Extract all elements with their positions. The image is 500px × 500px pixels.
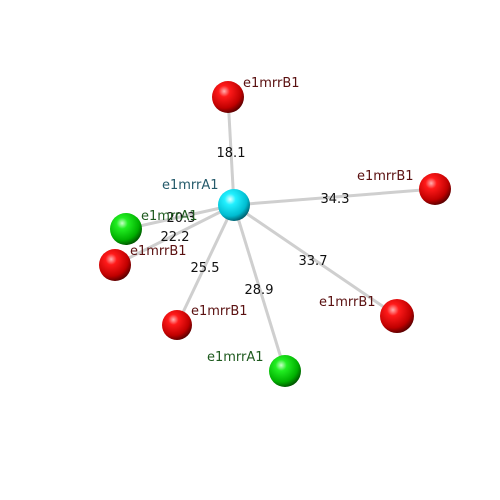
red-atom-sphere[interactable] — [99, 249, 131, 281]
bond-line — [233, 187, 436, 207]
green-atom-sphere[interactable] — [269, 355, 301, 387]
atom-label: e1mrrA1 — [141, 209, 198, 224]
red-atom-sphere[interactable] — [380, 299, 414, 333]
distance-labels: 18.1 34.3 20.3 22.2 25.5 28.9 33.7 — [161, 146, 350, 298]
red-atom-sphere[interactable] — [162, 310, 192, 340]
distance-label: 22.2 — [161, 230, 190, 245]
atom-label: e1mrrB1 — [130, 244, 187, 259]
bond-line — [114, 203, 235, 267]
distance-label: 18.1 — [217, 146, 246, 161]
distance-label: 33.7 — [299, 254, 328, 269]
center-atom-label: e1mrrA1 — [162, 178, 219, 193]
atom-label: e1mrrA1 — [207, 350, 264, 365]
distance-label: 20.3 — [167, 211, 196, 226]
atom-spheres — [99, 81, 451, 387]
bond-line — [125, 203, 235, 231]
green-atom-sphere[interactable] — [110, 213, 142, 245]
center-atom-sphere[interactable] — [218, 189, 250, 221]
atom-labels: e1mrrB1 e1mrrB1 e1mrrA1 e1mrrB1 e1mrrB1 … — [130, 76, 414, 365]
bond-line — [232, 204, 287, 372]
bond-line — [175, 204, 236, 326]
atom-label: e1mrrB1 — [319, 295, 376, 310]
atom-label: e1mrrB1 — [243, 76, 300, 91]
red-atom-sphere[interactable] — [212, 81, 244, 113]
bond-line — [233, 203, 398, 318]
bond-line — [226, 96, 236, 206]
distance-label: 34.3 — [321, 192, 350, 207]
distance-label: 25.5 — [191, 261, 220, 276]
distance-label: 28.9 — [245, 283, 274, 298]
atom-label: e1mrrB1 — [191, 304, 248, 319]
atom-label: e1mrrB1 — [357, 169, 414, 184]
red-atom-sphere[interactable] — [419, 173, 451, 205]
bond-lines — [114, 96, 436, 372]
